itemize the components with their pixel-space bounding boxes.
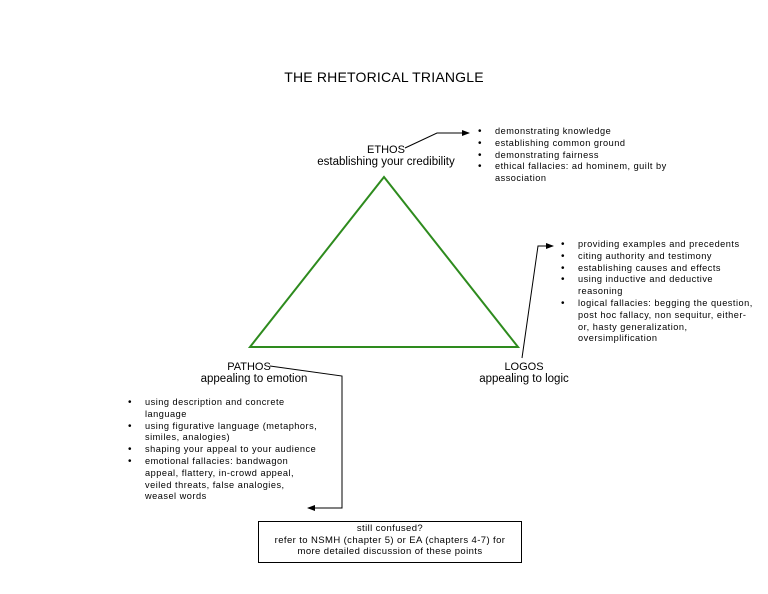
list-item: establishing common ground — [478, 138, 688, 150]
list-item: using inductive and deductive reasoning — [561, 274, 756, 298]
pathos-points: using description and concrete language … — [128, 397, 318, 503]
logos-arrow — [521, 243, 554, 359]
ethos-points: demonstrating knowledge establishing com… — [478, 126, 688, 185]
logos-points: providing examples and precedents citing… — [561, 239, 756, 345]
list-item: citing authority and testimony — [561, 251, 756, 263]
ethos-label: ETHOS — [367, 144, 405, 156]
pathos-subtitle: appealing to emotion — [200, 373, 308, 385]
list-item: using description and concrete language — [128, 397, 318, 421]
rhetorical-triangle — [247, 175, 521, 348]
list-item: logical fallacies: begging the question,… — [561, 298, 756, 345]
logos-subtitle: appealing to logic — [479, 373, 569, 385]
list-item: demonstrating fairness — [478, 150, 688, 162]
list-item: ethical fallacies: ad hominem, guilt by … — [478, 161, 688, 185]
pathos-label: PATHOS — [227, 361, 271, 373]
list-item: emotional fallacies: bandwagon appeal, f… — [128, 456, 318, 503]
list-item: providing examples and precedents — [561, 239, 756, 251]
note-line: still confused? — [356, 523, 424, 534]
pathos-arrow — [269, 365, 343, 511]
list-item: using figurative language (metaphors, si… — [128, 421, 318, 445]
note-line: more detailed discussion of these points — [297, 546, 483, 557]
note-line: refer to NSMH (chapter 5) or EA (chapter… — [274, 534, 506, 546]
list-item: shaping your appeal to your audience — [128, 444, 318, 456]
list-item: demonstrating knowledge — [478, 126, 688, 138]
ethos-subtitle: establishing your credibility — [317, 156, 455, 168]
page-title: THE RHETORICAL TRIANGLE — [284, 69, 484, 85]
reference-note-box: still confused? refer to NSMH (chapter 5… — [258, 521, 522, 563]
list-item: establishing causes and effects — [561, 263, 756, 275]
logos-label: LOGOS — [504, 361, 544, 373]
ethos-arrow — [404, 130, 470, 149]
